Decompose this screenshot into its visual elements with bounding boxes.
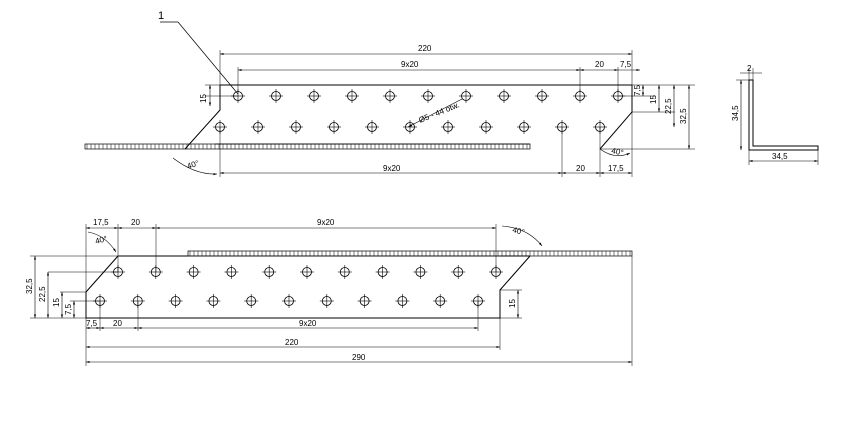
section-dim-height-label: 34,5: [731, 105, 740, 121]
bottom-flange-ticks: [189, 251, 631, 256]
hole: [345, 89, 359, 103]
section-dim-thickness-label: 2: [747, 64, 752, 73]
section-view: 2 34,5 34,5: [731, 64, 819, 165]
bottom-view: 17,5 20 9x20 40° 40° 32,5 22,5 15 7,5 15: [25, 218, 633, 366]
bottom-dim-bottom-9x20-label: 9x20: [299, 319, 317, 328]
bottom-plate-outline: [85, 255, 531, 319]
top-angle-left-label: 40°: [186, 159, 200, 171]
hole: [224, 265, 239, 279]
hole: [337, 265, 352, 279]
hole: [300, 265, 314, 279]
hole: [282, 294, 296, 308]
hole: [479, 120, 493, 134]
hole: [459, 89, 473, 103]
hole: [186, 265, 201, 279]
part-leader-diagonal: [177, 21, 239, 95]
bottom-holes-row-1: [111, 265, 503, 279]
top-dim-right-7-5-label: 7,5: [633, 84, 642, 96]
top-holes-row-2: [213, 120, 607, 134]
top-dim-left-15-label: 15: [199, 94, 208, 103]
hole: [327, 120, 341, 134]
hole: [168, 294, 183, 308]
hole-note-label: Ø5 - 44 otw.: [417, 100, 460, 125]
bottom-dim-bottom-20-label: 20: [113, 319, 122, 328]
top-angle-left-arc: [172, 157, 218, 176]
hole: [244, 294, 259, 308]
top-dim-7-5-label: 7,5: [620, 60, 632, 69]
top-dim-right-32-5-label: 32,5: [679, 108, 688, 124]
top-plate-outline: [184, 84, 633, 150]
hole: [497, 89, 511, 103]
hole: [573, 89, 587, 103]
hole: [413, 265, 428, 279]
hole: [262, 265, 277, 279]
hole: [395, 294, 410, 308]
top-dim-9x20-label: 9x20: [401, 60, 419, 69]
hole-note-leader: [407, 98, 463, 128]
hole: [535, 89, 549, 103]
bottom-dim-9x20-label: 9x20: [317, 218, 335, 227]
top-angle-right-label: 40°: [611, 146, 625, 157]
hole: [517, 120, 531, 134]
top-dim-bottom-20-label: 20: [576, 164, 585, 173]
hole: [451, 265, 466, 279]
hole: [206, 294, 221, 308]
top-dim-bottom-9x20-label: 9x20: [383, 164, 401, 173]
hole: [441, 120, 455, 134]
hole: [319, 294, 334, 308]
hole: [357, 294, 372, 308]
top-dim-20-label: 20: [595, 60, 604, 69]
bottom-angle-right-label: 40°: [511, 225, 525, 237]
bottom-dim-bottom-7-5-label: 7,5: [86, 319, 98, 328]
bottom-dim-290-label: 290: [352, 353, 366, 362]
hole: [421, 89, 435, 103]
bottom-angle-left-arc: [87, 231, 117, 253]
bottom-dim-220-label: 220: [285, 338, 299, 347]
bottom-dim-right-15-label: 15: [508, 299, 517, 308]
bottom-dim-22-5-label: 22,5: [38, 286, 47, 302]
hole: [269, 89, 283, 103]
top-dim-220-label: 220: [418, 44, 432, 53]
top-view: 1 Ø5 - 44 otw. 220 9x20 20 7,5 15 7,5 15: [84, 10, 695, 177]
bottom-angle-right-arc: [501, 225, 543, 247]
top-dim-right-15-label: 15: [649, 95, 658, 104]
hole: [375, 265, 390, 279]
bottom-dim-32-5-label: 32,5: [25, 278, 34, 294]
section-dim-width-label: 34,5: [772, 152, 788, 161]
bottom-dim-7-5-label: 7,5: [64, 303, 73, 315]
hole: [403, 120, 417, 134]
hole: [365, 120, 379, 134]
top-flange-ticks: [86, 144, 528, 149]
hole: [433, 294, 448, 308]
hole: [289, 120, 303, 134]
part-number-label: 1: [158, 10, 164, 22]
bottom-dim-20-label: 20: [131, 218, 140, 227]
top-angle-right-arc: [599, 148, 631, 157]
top-holes-row-1: [231, 89, 625, 103]
bottom-dim-15-label: 15: [52, 298, 61, 307]
top-dim-right-22-5-label: 22,5: [664, 98, 673, 114]
hole: [251, 120, 265, 134]
bottom-angle-left-label: 40°: [94, 234, 108, 246]
section-l-profile: [748, 79, 819, 151]
hole: [383, 89, 397, 103]
bottom-dim-17-5-label: 17,5: [93, 218, 109, 227]
hole: [307, 89, 321, 103]
bottom-holes-row-2: [93, 294, 485, 308]
top-dim-bottom-17-5-label: 17,5: [608, 164, 624, 173]
